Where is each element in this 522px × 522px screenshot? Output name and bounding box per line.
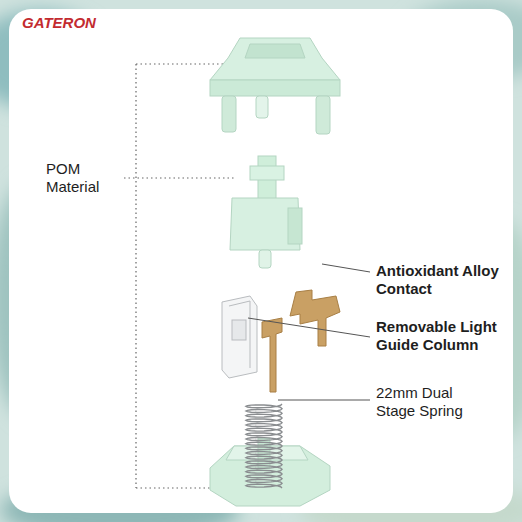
housing-top	[210, 38, 340, 80]
housing-skirt	[210, 80, 340, 96]
bracket-line	[136, 63, 232, 64]
stem	[230, 156, 302, 268]
part-label: POM Material	[46, 160, 124, 196]
stem-pole	[259, 250, 271, 268]
housing-leg	[256, 96, 268, 118]
housing-leg	[222, 96, 236, 132]
spring	[246, 404, 282, 488]
white-panel	[9, 9, 513, 513]
light-guide-edge	[229, 301, 250, 368]
bracket-line	[124, 177, 234, 178]
stem-cross	[250, 166, 284, 180]
top-housing	[210, 38, 340, 134]
leader-line	[278, 400, 370, 401]
stem-slider	[288, 208, 302, 244]
part-label: Antioxidant Alloy Contact	[376, 262, 504, 298]
part-label: Removable Light Guide Column	[376, 318, 504, 354]
light-guide-body	[222, 296, 257, 378]
leader-line	[248, 318, 370, 337]
housing-hole	[245, 44, 305, 58]
brand-logo: GATERON	[22, 14, 142, 32]
part-label: 22mm Dual Stage Spring	[376, 384, 488, 420]
bracket-line	[135, 64, 136, 488]
light-guide-window	[232, 320, 246, 340]
leaders	[248, 264, 370, 400]
leader-line	[322, 264, 370, 272]
bracket-line	[136, 487, 214, 488]
contact-leaf	[290, 290, 340, 346]
housing-leg	[316, 96, 330, 134]
bracket	[124, 64, 234, 488]
light-guide	[222, 296, 257, 378]
contacts	[262, 290, 340, 392]
contact-leaf	[262, 318, 282, 392]
